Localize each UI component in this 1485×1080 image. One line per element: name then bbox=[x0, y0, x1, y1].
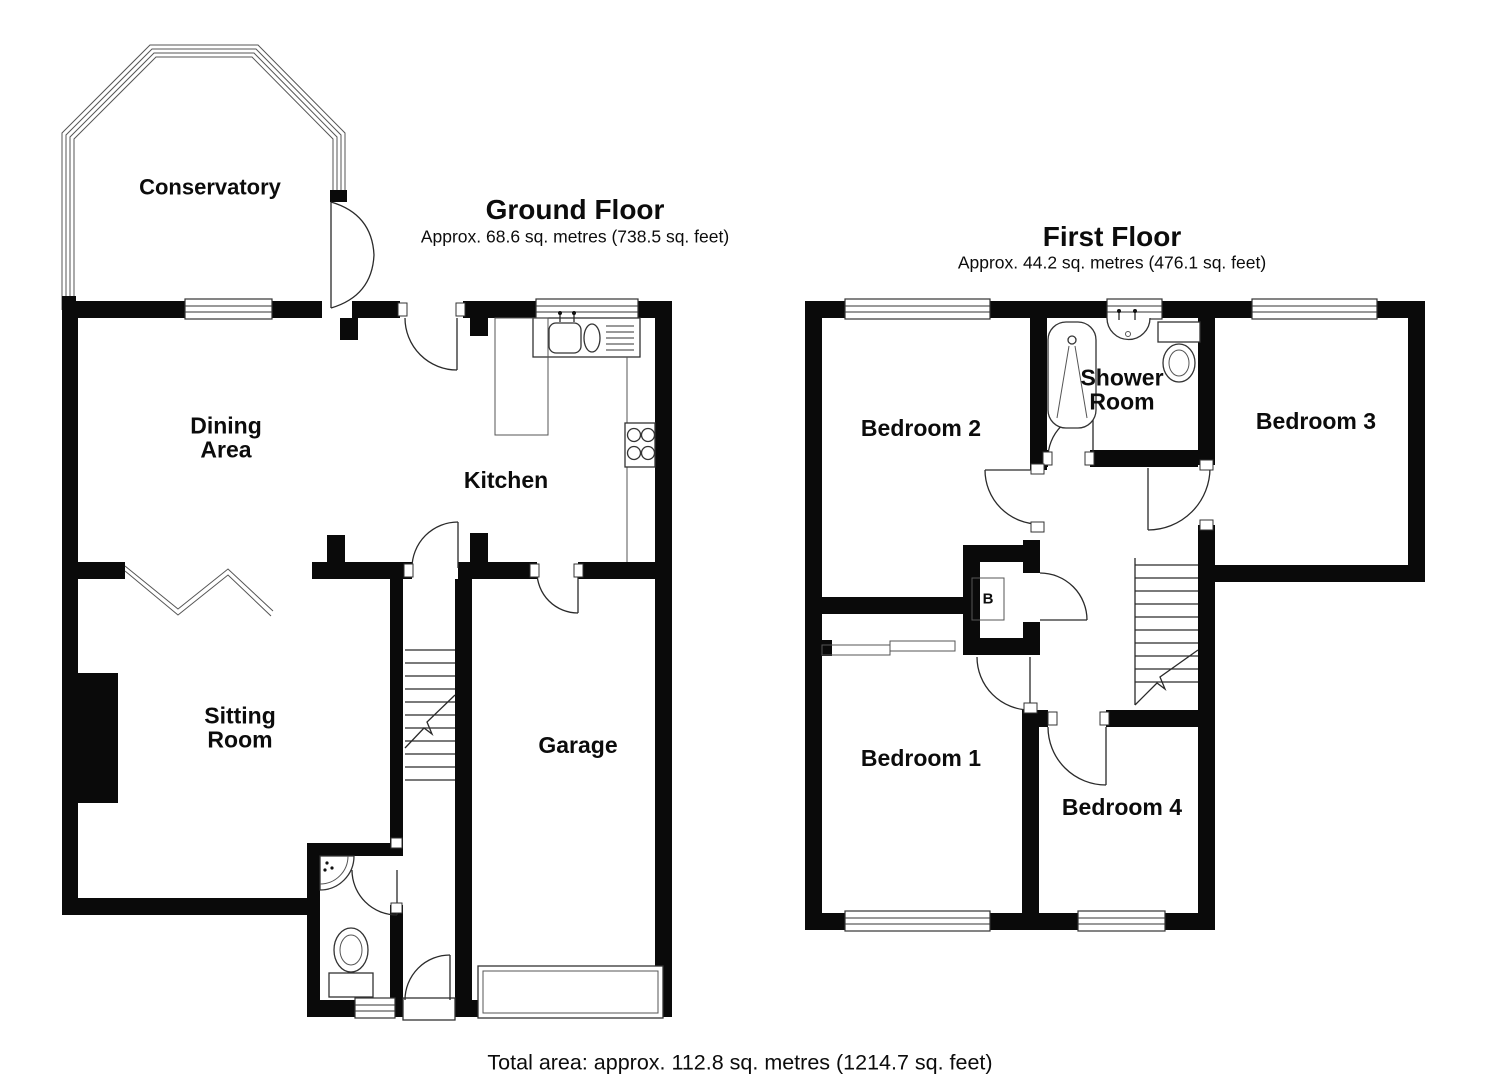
first-floor-windows bbox=[844, 298, 1378, 932]
open-plan-divider bbox=[124, 565, 274, 617]
first-floor-walls bbox=[805, 301, 1425, 930]
bedroom1-window bbox=[844, 910, 991, 932]
bedroom2-window bbox=[844, 298, 991, 320]
total-area-text: Total area: approx. 112.8 sq. metres (12… bbox=[487, 1050, 993, 1075]
room-label-shower-room: Shower Room bbox=[1080, 364, 1164, 415]
room-label-bedroom-4: Bedroom 4 bbox=[1061, 793, 1183, 820]
ground-floor-area: Approx. 68.6 sq. metres (738.5 sq. feet) bbox=[420, 226, 730, 247]
shower-room-window bbox=[1106, 298, 1163, 320]
room-label-bedroom-1: Bedroom 1 bbox=[860, 744, 982, 771]
conservatory-double-doors bbox=[330, 201, 375, 309]
boiler-cupboard-label: B bbox=[982, 590, 994, 608]
ground-floor-doors bbox=[351, 302, 584, 1021]
room-label-bedroom-3: Bedroom 3 bbox=[1255, 407, 1377, 434]
ground-floor-stairs bbox=[404, 649, 456, 781]
dining-window bbox=[184, 298, 273, 320]
ground-floor-walls bbox=[62, 301, 672, 1017]
bedroom3-window bbox=[1251, 298, 1378, 320]
wc-toilet bbox=[328, 927, 374, 998]
bedroom4-window bbox=[1077, 910, 1166, 932]
room-label-garage: Garage bbox=[538, 731, 618, 758]
ground-floor-title: Ground Floor bbox=[485, 194, 665, 225]
first-floor-title: First Floor bbox=[1042, 221, 1182, 252]
ground-floor-plan bbox=[61, 44, 672, 1021]
kitchen-window bbox=[535, 298, 639, 320]
wc-corner-sink bbox=[319, 855, 355, 891]
first-floor-stairs bbox=[1134, 558, 1199, 706]
first-floor-area: Approx. 44.2 sq. metres (476.1 sq. feet) bbox=[957, 252, 1267, 273]
bedroom1-wardrobe bbox=[821, 640, 956, 656]
room-label-conservatory: Conservatory bbox=[139, 174, 281, 200]
garage-door bbox=[477, 965, 664, 1019]
kitchen-sink-unit bbox=[532, 311, 641, 358]
shower-bath bbox=[1047, 321, 1097, 429]
room-label-dining-area: Dining Area bbox=[190, 412, 262, 463]
room-label-kitchen: Kitchen bbox=[463, 466, 549, 493]
room-label-bedroom-2: Bedroom 2 bbox=[860, 414, 982, 441]
wc-window bbox=[354, 997, 396, 1019]
first-floor-plan bbox=[805, 298, 1425, 932]
boiler-box bbox=[971, 577, 1005, 621]
shower-room-sink bbox=[1106, 309, 1151, 341]
kitchen-hob bbox=[624, 422, 656, 468]
shower-room-toilet bbox=[1157, 321, 1201, 383]
first-floor-doors bbox=[976, 412, 1214, 786]
room-label-sitting-room: Sitting Room bbox=[204, 702, 276, 753]
